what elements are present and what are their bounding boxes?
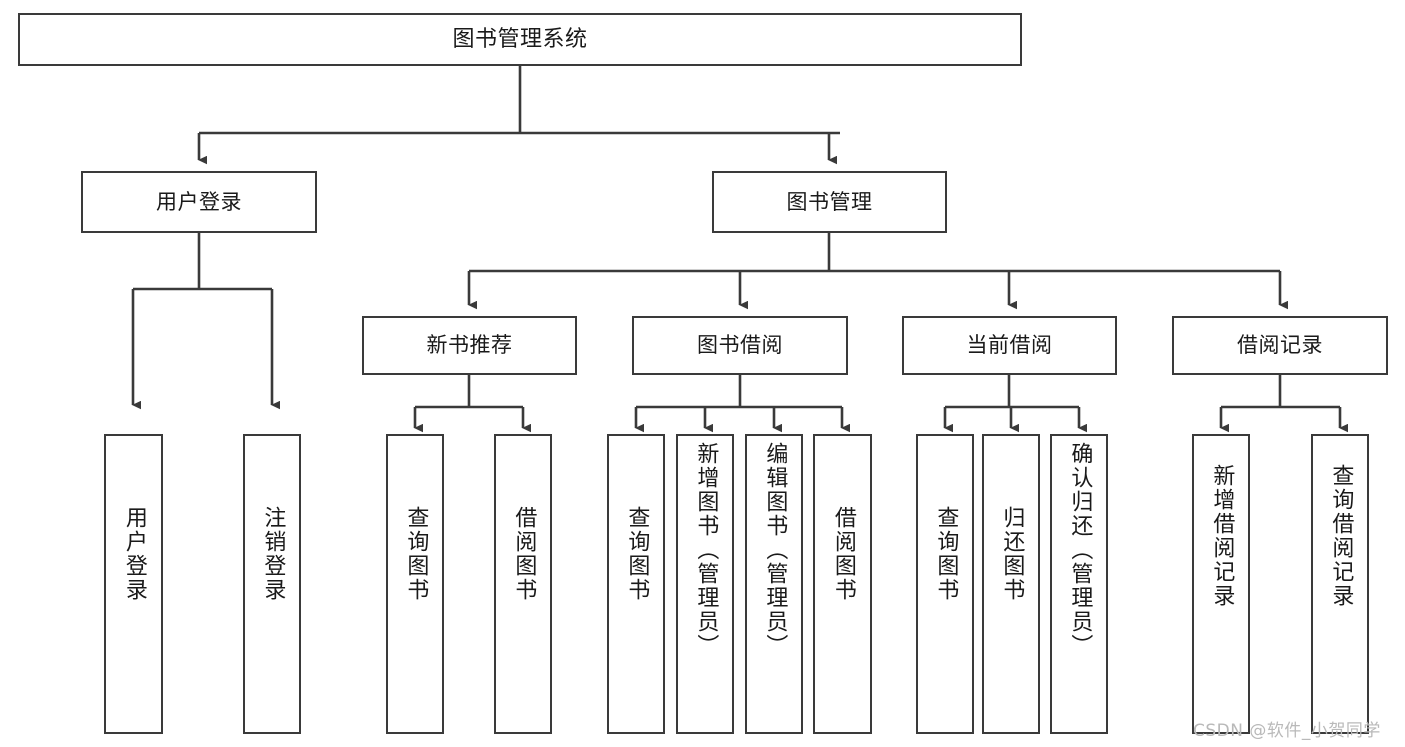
- node-label: 用户登录: [121, 506, 147, 602]
- node-label: 查询图书: [624, 506, 650, 602]
- node-label: 当前借阅: [966, 333, 1053, 358]
- node-leaf-new-book-borrow-books[interactable]: 借阅图书: [494, 434, 552, 734]
- node-label: 查询图书: [933, 506, 959, 602]
- node-leaf-current-borrow-query-books[interactable]: 查询图书: [916, 434, 974, 734]
- node-book-management[interactable]: 图书管理: [712, 171, 947, 233]
- node-leaf-current-borrow-return-books[interactable]: 归还图书: [982, 434, 1040, 734]
- node-label: 新增借阅记录: [1209, 464, 1235, 608]
- node-leaf-book-borrow-borrow-books[interactable]: 借阅图书: [813, 434, 872, 734]
- node-leaf-user-login-signout[interactable]: 注销登录: [243, 434, 301, 734]
- node-label: 借阅图书: [511, 506, 537, 602]
- node-label: 新增图书（管理员）: [693, 442, 719, 658]
- node-label: 归还图书: [999, 506, 1025, 602]
- node-leaf-book-borrow-query-books[interactable]: 查询图书: [607, 434, 665, 734]
- node-label: 图书管理: [786, 189, 873, 214]
- node-label: 注销登录: [260, 506, 286, 602]
- node-leaf-new-book-query-books[interactable]: 查询图书: [386, 434, 444, 734]
- node-label: 借阅图书: [830, 506, 856, 602]
- node-leaf-book-borrow-add-book-admin[interactable]: 新增图书（管理员）: [676, 434, 734, 734]
- node-leaf-current-borrow-confirm-return-admin[interactable]: 确认归还（管理员）: [1050, 434, 1108, 734]
- node-user-login[interactable]: 用户登录: [81, 171, 317, 233]
- node-root-book-management-system[interactable]: 图书管理系统: [18, 13, 1022, 66]
- node-label: 查询图书: [403, 506, 429, 602]
- node-label: 编辑图书（管理员）: [762, 442, 788, 658]
- node-current-borrow[interactable]: 当前借阅: [902, 316, 1117, 375]
- node-label: 用户登录: [156, 189, 242, 214]
- node-leaf-book-borrow-edit-book-admin[interactable]: 编辑图书（管理员）: [745, 434, 803, 734]
- node-label: 新书推荐: [426, 333, 513, 358]
- node-leaf-borrow-record-query-record[interactable]: 查询借阅记录: [1311, 434, 1369, 734]
- node-book-borrow[interactable]: 图书借阅: [632, 316, 848, 375]
- node-label: 借阅记录: [1237, 333, 1323, 358]
- csdn-watermark: CSDN @软件_小贺同学: [1193, 721, 1381, 741]
- node-label: 查询借阅记录: [1328, 464, 1354, 608]
- node-leaf-user-login-signin[interactable]: 用户登录: [104, 434, 163, 734]
- node-leaf-borrow-record-add-record[interactable]: 新增借阅记录: [1192, 434, 1250, 734]
- node-label: 确认归还（管理员）: [1067, 442, 1093, 658]
- node-label: 图书借阅: [697, 333, 783, 358]
- node-borrow-record[interactable]: 借阅记录: [1172, 316, 1388, 375]
- node-new-book-recommend[interactable]: 新书推荐: [362, 316, 577, 375]
- node-label: 图书管理系统: [452, 26, 588, 52]
